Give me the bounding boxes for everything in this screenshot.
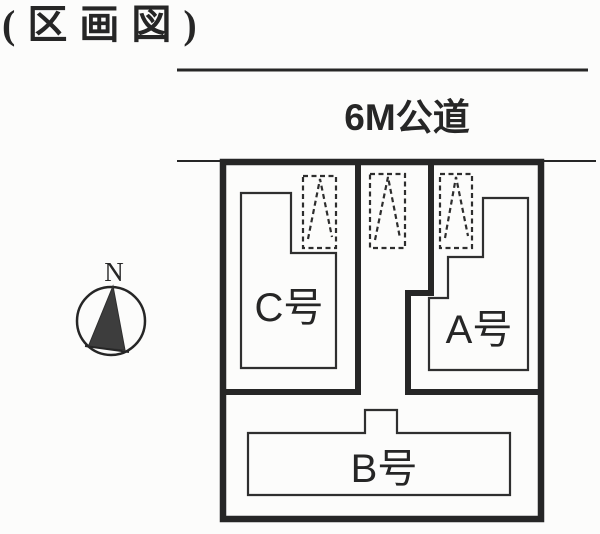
parking-space-marker-2 (368, 172, 407, 250)
road-label: 6M公道 (344, 97, 469, 138)
parking-space-marker-3 (438, 172, 474, 250)
compass-north-label: N (104, 257, 124, 287)
parking-wedge-icon (443, 176, 470, 239)
building-b-footprint (246, 408, 512, 497)
north-compass: N (75, 257, 147, 357)
building-a-footprint (427, 196, 530, 372)
site-outer-boundary (219, 158, 545, 523)
page-title: (区画図) (2, 2, 209, 47)
parking-stall-icon (438, 172, 474, 250)
parking-stall-icon (301, 174, 338, 250)
parking-wedge-icon (306, 178, 334, 240)
parking-space-marker-1 (301, 174, 338, 250)
plot-label-c: C号 (255, 286, 324, 330)
parking-wedge-icon (373, 176, 402, 241)
north-arrow-icon (87, 284, 126, 351)
compass-base-line (84, 345, 130, 353)
plot-label-a: A号 (446, 308, 513, 352)
parking-stall-icon (368, 172, 407, 250)
plot-a-boundary-wall (405, 159, 544, 395)
building-c-footprint (239, 191, 338, 370)
plot-label-b: B号 (351, 447, 418, 491)
compass-circle-icon (75, 285, 147, 357)
plot-c-boundary-wall (220, 159, 361, 395)
